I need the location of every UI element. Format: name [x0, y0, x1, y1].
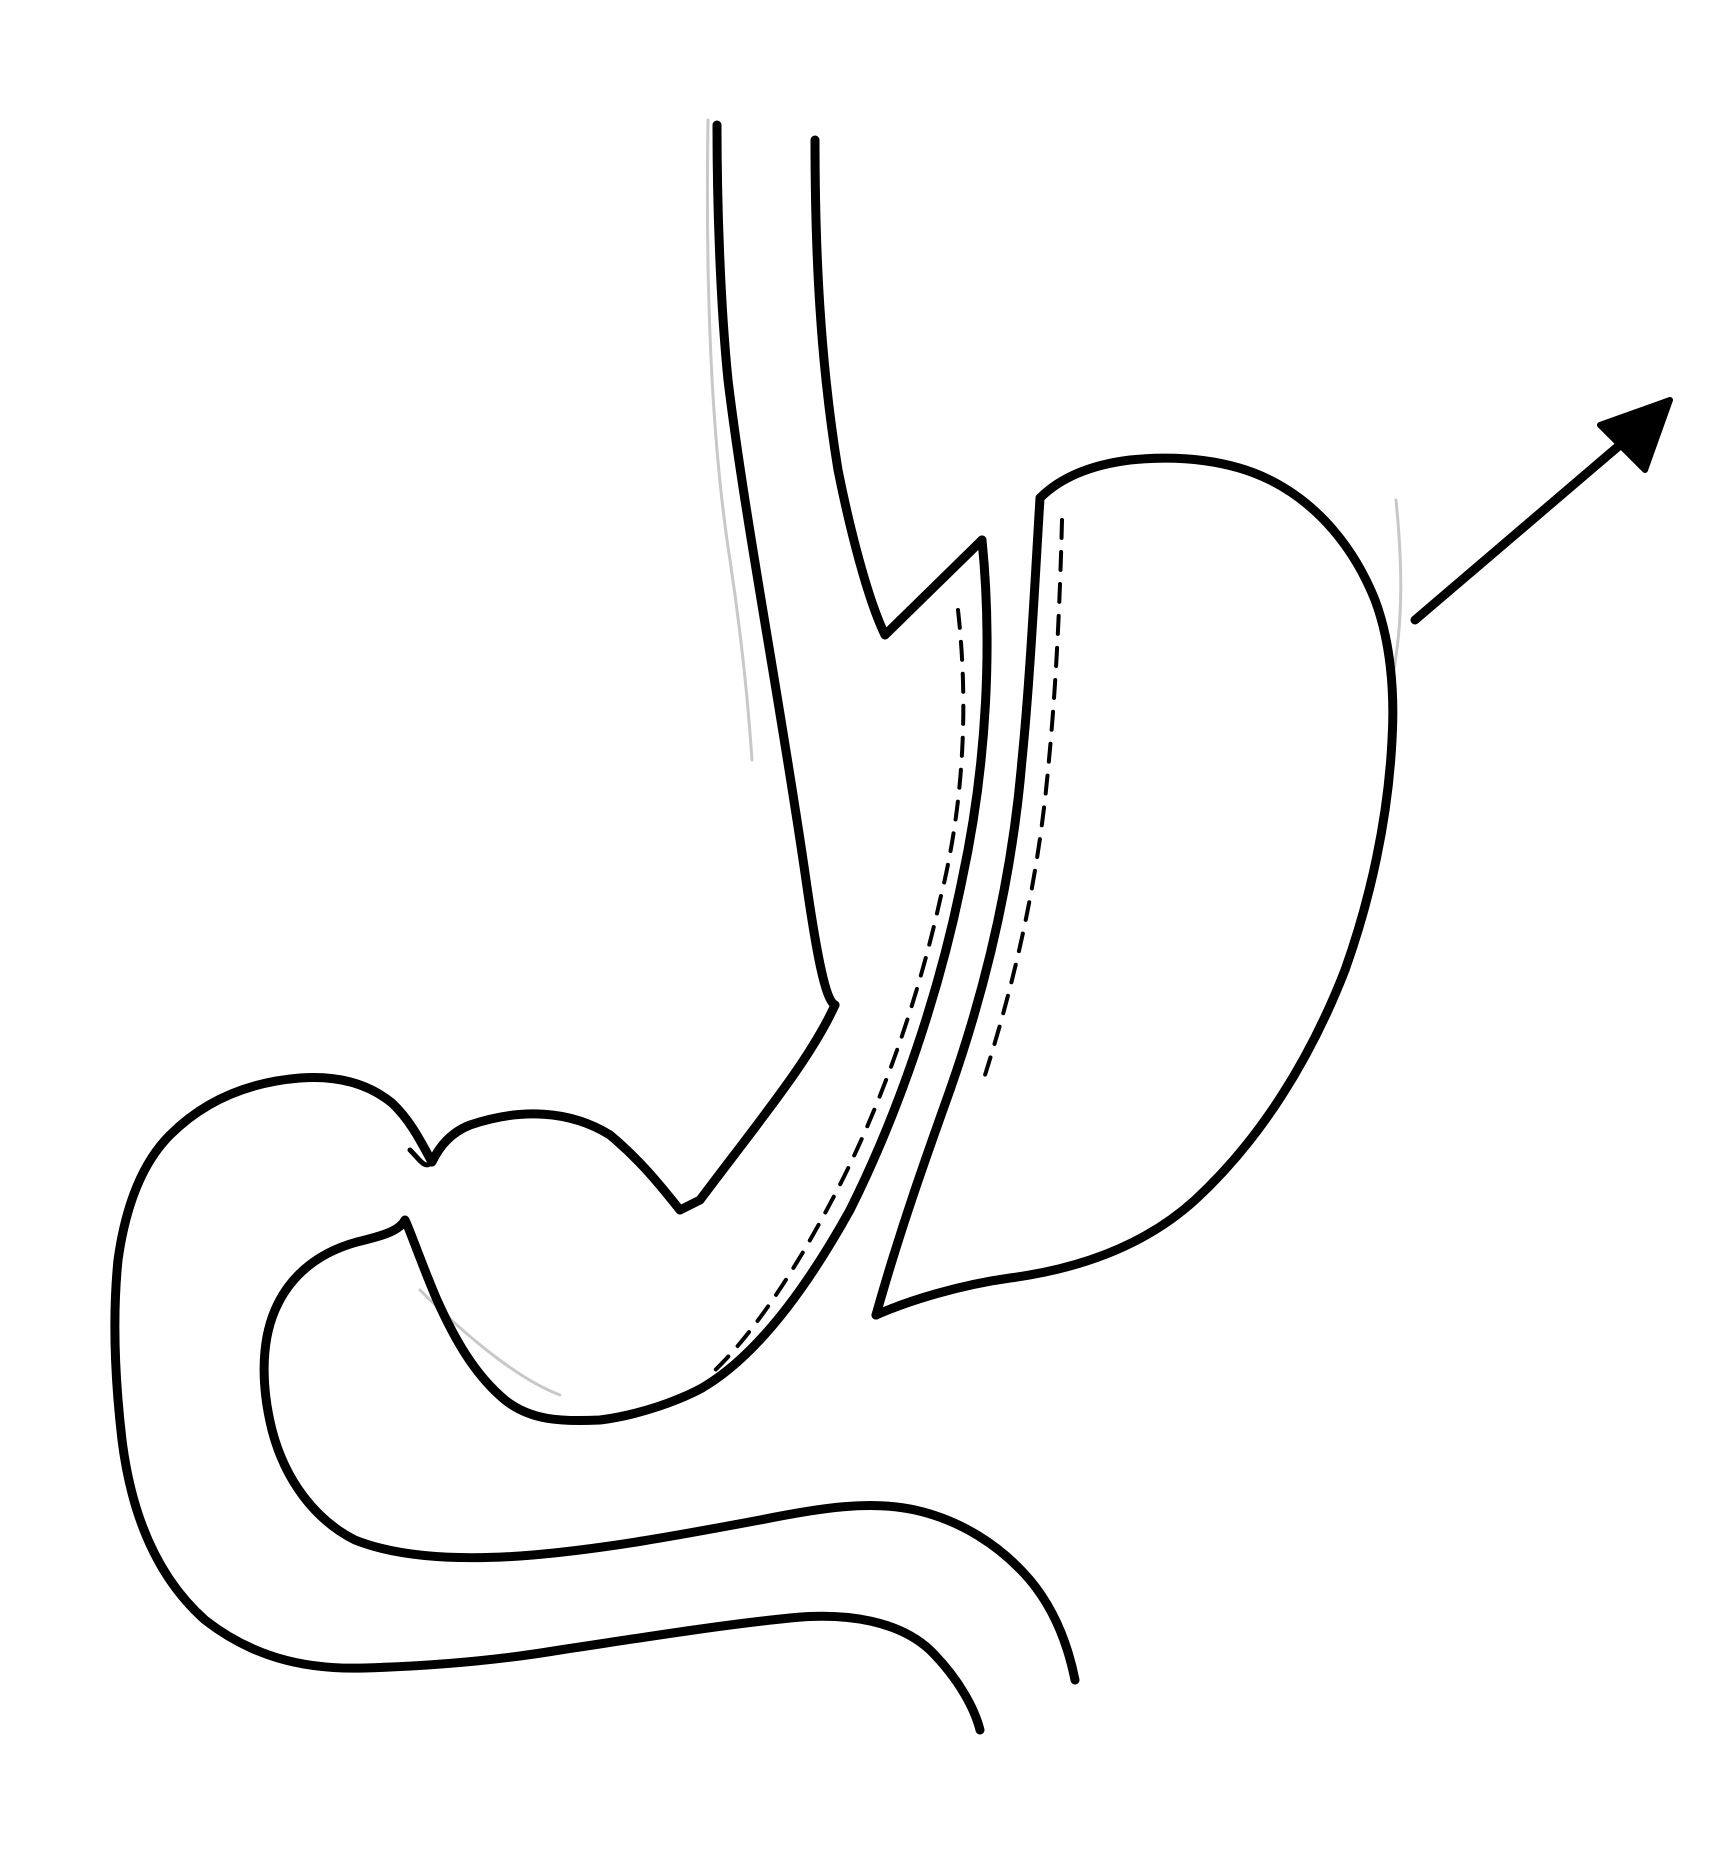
excised-gastric-remnant: [871, 453, 1398, 1320]
staple-line-sleeve: [708, 608, 966, 1377]
pyloric-notch: [407, 1147, 435, 1168]
sleeve-lesser-curve: [675, 1000, 840, 1215]
esophagus-right-wall: [810, 135, 987, 640]
antrum-inner-contour: [259, 1215, 1080, 1685]
removal-arrow: [1410, 397, 1673, 625]
removal-arrow-shaft: [1410, 410, 1660, 625]
staple-line-remnant: [983, 518, 1064, 1077]
esophagus: [712, 120, 987, 1010]
remnant-outline: [871, 453, 1398, 1320]
gastric-sleeve: [675, 535, 992, 1393]
esophagus-left-wall: [712, 120, 840, 1010]
sleeve-greater-curve: [697, 535, 992, 1393]
removal-arrow-head: [1597, 397, 1673, 473]
antrum-upper-contour: [110, 1073, 985, 1735]
antrum-and-duodenum: [110, 1073, 1080, 1735]
remnant-cut-edge: [871, 493, 1045, 1320]
